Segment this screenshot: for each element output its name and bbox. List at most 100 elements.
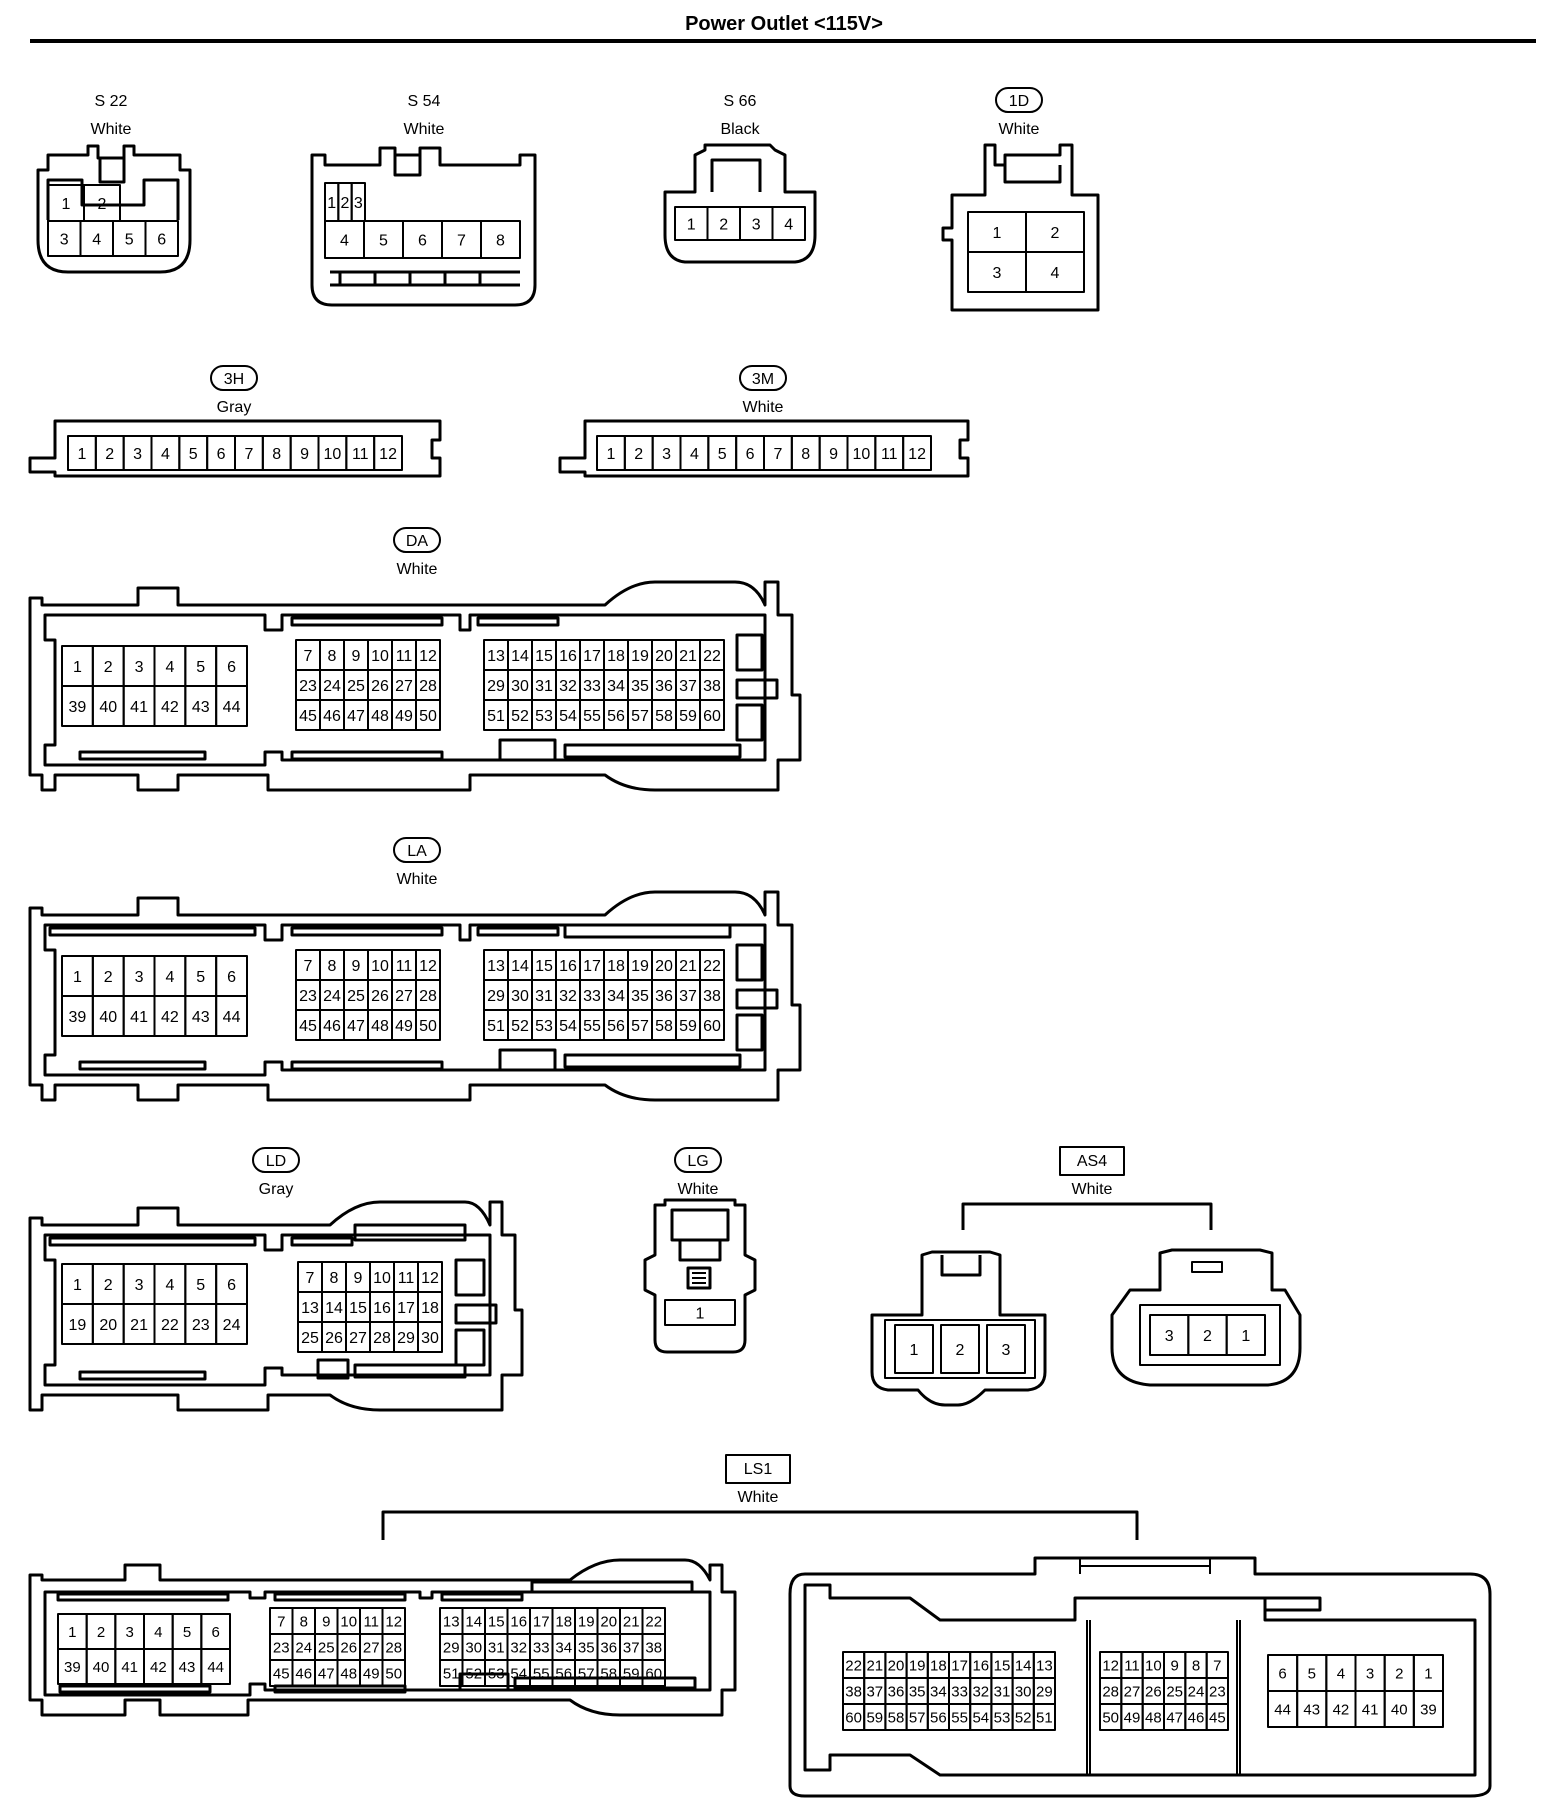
connector-lg-color: White bbox=[678, 1181, 719, 1198]
connector-ls1-left-pins-block-3-pin-label: 60 bbox=[645, 1665, 662, 1682]
connector-3m-color: White bbox=[743, 399, 784, 416]
connector-ls1-right-pins-block-1-pin-label: 56 bbox=[930, 1709, 947, 1726]
connector-ls1-left-pins-block-3-pin-label: 22 bbox=[645, 1613, 662, 1630]
connector-la-side-lock-a bbox=[735, 943, 764, 982]
connector-as4-left-pins-cell bbox=[894, 1324, 934, 1374]
connector-la-pins-block-3-pin-label: 51 bbox=[487, 1018, 505, 1035]
connector-la-pins-block-3-pin-label: 32 bbox=[559, 988, 577, 1005]
connector-la-pins-block-3-pin-label: 60 bbox=[703, 1018, 721, 1035]
connector-da-slot-c bbox=[290, 750, 444, 761]
connector-la-pins-block-3-pin-label: 14 bbox=[511, 958, 529, 975]
connector-la-pins-block-1-pin-label: 3 bbox=[135, 969, 144, 986]
connector-da-slot-b bbox=[290, 616, 444, 627]
connector-ld-pins-block-1-pin-label: 2 bbox=[104, 1277, 113, 1294]
connector-ld-pins-block-1-pin-label: 5 bbox=[196, 1277, 205, 1294]
connector-da-side-lock-b bbox=[735, 678, 779, 700]
connector-ls1-right-pins-block-1-pin-label: 21 bbox=[866, 1657, 883, 1674]
connector-da-pins-block-1-pin-label: 3 bbox=[135, 659, 144, 676]
connector-la-pins-block-3-pin-label: 57 bbox=[631, 1018, 649, 1035]
connector-ls1-right-pins-block-3-pin-label: 2 bbox=[1395, 1665, 1403, 1682]
connector-ls1-left-pins-block-3-pin-label: 18 bbox=[555, 1613, 572, 1630]
connector-la-pins-block-1-pin-label: 40 bbox=[99, 1009, 117, 1026]
connector-s66-pins-pin-label: 2 bbox=[719, 216, 728, 233]
connector-ls1-left-pins-block-2-pin-label: 10 bbox=[340, 1613, 357, 1630]
connector-ls1-left-slot-f bbox=[513, 1676, 697, 1690]
connector-ls1-right-pins-block-1-pin-label: 17 bbox=[951, 1657, 968, 1674]
connector-3m-pins-pin-label: 8 bbox=[801, 446, 810, 463]
connector-la-pins-block-2-pin-label: 10 bbox=[371, 958, 389, 975]
connector-ls1-right-pins-block-1-pin-label: 51 bbox=[1036, 1709, 1053, 1726]
page-title: Power Outlet <115V> bbox=[685, 13, 883, 35]
connector-la-slot-g bbox=[498, 1048, 557, 1072]
connector-ld-color: Gray bbox=[259, 1181, 294, 1198]
connector-ls1-right-pins-block-1-pin-label: 37 bbox=[866, 1683, 883, 1700]
connector-1d-housing bbox=[941, 143, 1100, 312]
connector-la-pins-block-3-pin-label: 20 bbox=[655, 958, 673, 975]
connector-ls1-left-pins-block-1-pin-label: 5 bbox=[183, 1624, 191, 1641]
connector-as4-code-box bbox=[1059, 1146, 1125, 1176]
connector-as4-left-housing bbox=[870, 1250, 1047, 1407]
connector-lg: LG White 1 bbox=[643, 1147, 757, 1354]
connector-ls1-right-pins-block-2-pin-label: 12 bbox=[1102, 1657, 1119, 1674]
connector-ls1-left-pins-block-3-pin-label: 20 bbox=[600, 1613, 617, 1630]
connector-da-pins-block-3-pin-label: 29 bbox=[487, 678, 505, 695]
connector-ls1-left-pins-block-3-pin-label: 52 bbox=[465, 1665, 482, 1682]
connector-1d-pins-pin-label: 3 bbox=[993, 265, 1002, 282]
connector-3h-pins-pin-label: 6 bbox=[217, 446, 226, 463]
connector-da-pins-block-2-pin-label: 8 bbox=[328, 648, 337, 665]
connector-da-pins-block-3-pin-label: 36 bbox=[655, 678, 673, 695]
connector-3m-pins-pin-label: 2 bbox=[634, 446, 643, 463]
connector-la-pins-block-2-pin-label: 7 bbox=[304, 958, 313, 975]
connector-la-side-lock-b bbox=[735, 988, 779, 1010]
connector-la-pins-block-3-pin-label: 54 bbox=[559, 1018, 577, 1035]
connector-la-slot-d bbox=[290, 1060, 444, 1071]
connector-as4-left-pins-cell bbox=[940, 1324, 980, 1374]
connector-la-pins-block-2-cell bbox=[415, 1009, 441, 1041]
connector-s22-face bbox=[46, 178, 180, 220]
connector-as4-code: AS4 bbox=[1077, 1153, 1107, 1170]
connector-ls1-right-pins-block-1-cell bbox=[1032, 1703, 1057, 1731]
connector-da-pins-block-1-cell bbox=[215, 685, 249, 727]
connector-ld-slot-a bbox=[48, 1236, 257, 1247]
connector-ld-pins-block-1-cell bbox=[215, 1303, 249, 1345]
connector-s54-pin-ribs bbox=[330, 270, 520, 287]
connector-la-pins-block-3-pin-label: 30 bbox=[511, 988, 529, 1005]
connector-ls1-right-pins-block-1-pin-label: 33 bbox=[951, 1683, 968, 1700]
connector-ls1-left-pins-block-2-pin-label: 11 bbox=[363, 1613, 379, 1630]
connector-da-pins-block-3-pin-label: 60 bbox=[703, 708, 721, 725]
connector-s66-color: Black bbox=[720, 121, 760, 138]
connector-da-pins-block-1-pin-label: 4 bbox=[165, 659, 174, 676]
connector-ls1-left-pins-block-2-pin-label: 12 bbox=[385, 1613, 402, 1630]
connector-ls1-left-pins-block-1-pin-label: 42 bbox=[150, 1659, 167, 1676]
connector-s66-pins-cell bbox=[771, 206, 806, 241]
connector-ls1-right-pins-block-2-pin-label: 48 bbox=[1145, 1709, 1162, 1726]
connector-s22-pins-pin-label: 4 bbox=[92, 231, 101, 248]
connector-ld-pins-block-1-pin-label: 1 bbox=[73, 1277, 82, 1294]
connector-ls1-left-pins-block-3-pin-label: 55 bbox=[533, 1665, 550, 1682]
connector-s22-pins-pin-label: 3 bbox=[60, 231, 69, 248]
connector-s54-code: S 54 bbox=[408, 93, 441, 110]
connector-ld-pins-block-1-pin-label: 23 bbox=[192, 1317, 210, 1334]
connector-ls1-right-pins-block-1-pin-label: 18 bbox=[930, 1657, 947, 1674]
connector-3m-pins-pin-label: 9 bbox=[829, 446, 838, 463]
connector-ls1-right-pins-block-2-pin-label: 10 bbox=[1145, 1657, 1162, 1674]
connector-s66-latch bbox=[710, 158, 762, 192]
connector-ls1-left-pins-block-1-pin-label: 1 bbox=[68, 1624, 76, 1641]
connector-3m-pins-pin-label: 12 bbox=[908, 446, 926, 463]
connector-ld-pins-block-2-pin-label: 7 bbox=[306, 1270, 315, 1287]
connector-ls1-right-pins-block-2-pin-label: 25 bbox=[1166, 1683, 1183, 1700]
connector-s22-pins-pin-label: 6 bbox=[157, 231, 166, 248]
connector-s54-latch bbox=[393, 153, 422, 177]
connector-1d-color: White bbox=[999, 121, 1040, 138]
connector-da-pins-block-2-pin-label: 10 bbox=[371, 648, 389, 665]
connector-da-pins-block-3-pin-label: 33 bbox=[583, 678, 601, 695]
connector-ls1-right-pins-block-3-cell bbox=[1412, 1690, 1445, 1728]
